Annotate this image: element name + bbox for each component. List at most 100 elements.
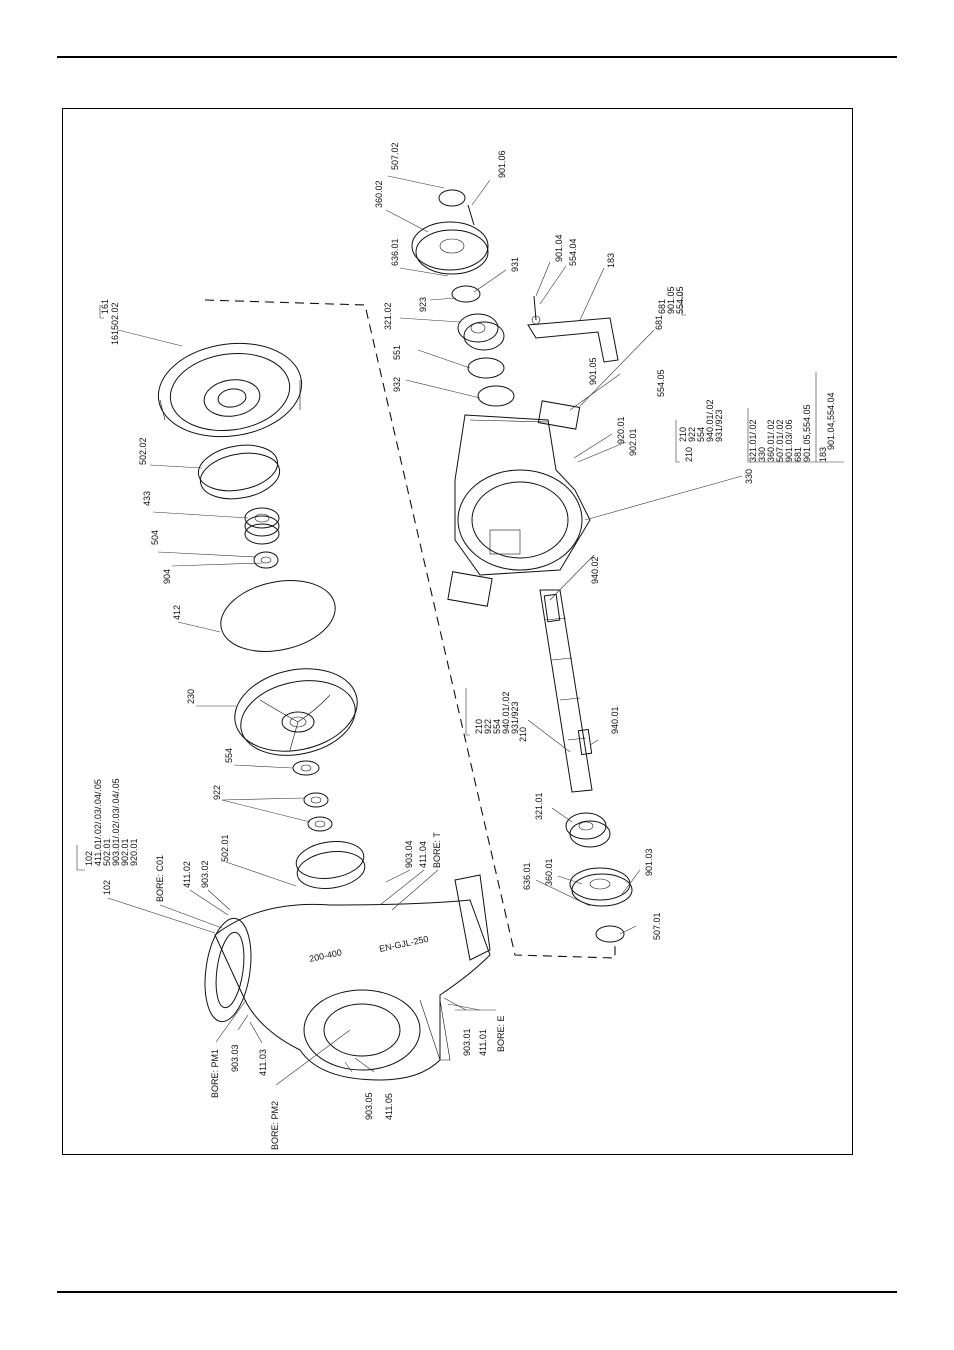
- bearing-bracket-330: [454, 414, 591, 576]
- label-902-01: 902.01: [628, 428, 638, 456]
- ref-183-head: 183: [818, 447, 828, 462]
- wear-ring-502-01: [295, 841, 366, 889]
- ref-330-1: 321.01/.02: [748, 419, 758, 462]
- label-321-01: 321.01: [534, 792, 544, 820]
- label-102-list2: 502.01: [102, 838, 112, 866]
- ref-183: 901.04,554.04: [826, 392, 836, 450]
- support-foot-183: [527, 295, 619, 363]
- label-901-04: 901.04: [554, 234, 564, 262]
- label-330: 330: [744, 469, 754, 484]
- spacer-504: [253, 551, 279, 569]
- label-bore-e: BORE: E: [496, 1015, 506, 1052]
- label-636-01-top: 636.01: [390, 238, 400, 266]
- ref-330-3: 360.01/.02: [766, 419, 776, 462]
- label-210-list3: 554: [492, 719, 502, 734]
- ref-330-5: 901.03/.06: [784, 419, 794, 462]
- label-502-02-list: 502.02: [110, 302, 120, 330]
- label-321-02: 321.02: [383, 302, 393, 330]
- label-681-list3: 554.05: [675, 286, 685, 314]
- label-502-01: 502.01: [220, 834, 230, 862]
- label-bore-pm1: BORE: PM1: [210, 1049, 220, 1098]
- label-102-list1: 411.01/.02/.03/.04/.05: [93, 779, 103, 866]
- label-102: 102: [102, 880, 112, 895]
- label-903-03: 903.03: [230, 1044, 240, 1072]
- label-bore-c01: BORE: C01: [155, 855, 165, 902]
- label-411-05: 411.05: [384, 1093, 394, 1120]
- label-360-02: 360.02: [374, 180, 384, 208]
- washer-554: [292, 760, 320, 776]
- label-210-list2: 922: [483, 719, 493, 734]
- label-920-01: 920.01: [616, 416, 626, 444]
- label-940-02: 940.02: [590, 556, 600, 584]
- label-433: 433: [142, 491, 152, 506]
- label-681-list1: 681: [657, 299, 667, 314]
- bearing-321-01: [565, 812, 611, 848]
- ref-330-6: 681: [793, 447, 803, 462]
- label-636-01: 636.01: [522, 862, 532, 890]
- label-411-01: 411.01: [478, 1029, 488, 1056]
- label-901-05: 901.05: [588, 357, 598, 385]
- label-502-02: 502.02: [138, 437, 148, 465]
- label-903-02: 903.02: [200, 860, 210, 888]
- assembly-axis: [204, 299, 616, 959]
- bottom-rule: [57, 1291, 897, 1293]
- ref-330-4: 507.01/.02: [775, 419, 785, 462]
- thrower-507-02: [438, 189, 466, 207]
- label-bore-t: BORE: T: [432, 832, 442, 868]
- list-brackets: [76, 292, 844, 871]
- leader-lines: [107, 175, 743, 1086]
- wear-ring-502-02: [197, 444, 281, 500]
- ref-210-2: 922: [687, 427, 697, 442]
- drawing-frame: [62, 108, 853, 1155]
- label-901-06: 901.06: [497, 150, 507, 178]
- casing-marking: 200-400: [308, 947, 342, 964]
- ref-210-3: 554: [696, 427, 706, 442]
- nut-922: [303, 792, 333, 832]
- casing-marking-2: EN-GJL-250: [378, 934, 429, 954]
- label-904: 904: [162, 569, 172, 584]
- label-210-list5: 931/923: [510, 701, 520, 734]
- part-labels: 161 502.02 161 502.02 433 504 904 412 23…: [84, 142, 836, 1150]
- label-681-list2: 901.05: [666, 286, 676, 314]
- ref-210-4: 940.01/.02: [705, 399, 715, 442]
- ref-210-5: 931/923: [714, 409, 724, 442]
- label-bore-pm2: BORE: PM2: [270, 1101, 280, 1150]
- label-412: 412: [172, 605, 182, 620]
- volute-casing-102: 200-400 EN-GJL-250: [204, 874, 491, 1081]
- label-901-03: 901.03: [644, 848, 654, 876]
- ref-210-head: 210: [684, 447, 694, 462]
- label-230: 230: [186, 689, 196, 704]
- label-681: 681: [654, 315, 664, 330]
- shaft-210: [539, 589, 593, 793]
- label-210-list1: 210: [474, 719, 484, 734]
- label-903-05: 903.05: [364, 1092, 374, 1120]
- thrower-507-01: [595, 925, 625, 943]
- label-554-05: 554.05: [656, 369, 666, 397]
- label-102-list4: 902.01: [120, 838, 130, 866]
- top-rule: [57, 56, 897, 58]
- label-411-03: 411.03: [258, 1049, 268, 1076]
- label-102-head: 102: [84, 851, 94, 866]
- impeller-230: [234, 668, 358, 756]
- label-360-01: 360.01: [544, 858, 554, 886]
- label-507-01: 507.01: [652, 912, 662, 940]
- label-183: 183: [606, 253, 616, 268]
- o-ring-412: [220, 580, 336, 652]
- circlip-932: [477, 385, 515, 407]
- label-940-01: 940.01: [610, 706, 620, 734]
- label-210: 210: [518, 727, 528, 742]
- label-551: 551: [392, 345, 402, 360]
- label-102-list5: 920.01: [129, 838, 139, 866]
- ref-330-2: 330: [757, 447, 767, 462]
- label-504: 504: [150, 530, 160, 545]
- label-210-list4: 940.01/.02: [501, 691, 511, 734]
- coupling-guard-681: [447, 400, 581, 607]
- label-161: 161: [100, 299, 110, 314]
- bearing-321-02: [457, 313, 505, 351]
- label-161b: 161: [110, 330, 120, 345]
- label-102-list3: 903.01/.02/.03/.04/.05: [111, 778, 121, 866]
- screw-901-06: [467, 204, 475, 226]
- ref-330-7: 901.05,554.05: [802, 404, 812, 462]
- label-411-04: 411.04: [418, 841, 428, 868]
- label-554-04: 554.04: [568, 238, 578, 266]
